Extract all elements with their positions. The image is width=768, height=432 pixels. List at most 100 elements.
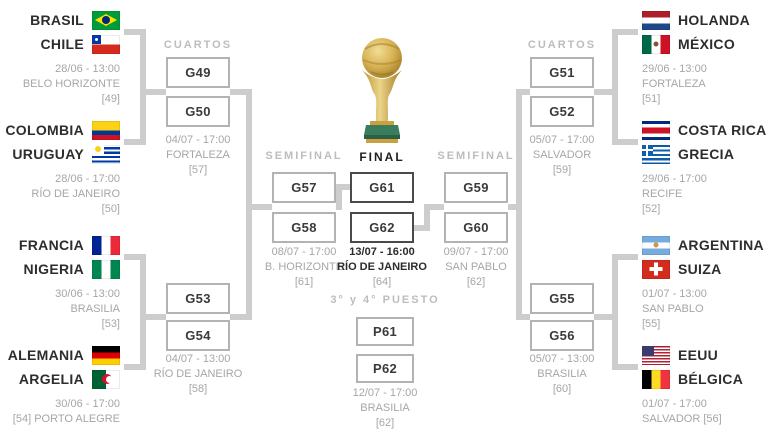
match-argentina-suiza: ARGENTINA SUIZA 01/07 - 13:00 SAN PABLO … xyxy=(642,233,768,332)
bracket-line xyxy=(594,314,618,320)
match-info: 29/06 - 17:00 RECIFE [52] xyxy=(642,173,707,215)
team-name: SUIZA xyxy=(678,261,722,277)
grecia-flag-icon xyxy=(642,144,670,164)
match-eeuu-belgica: EEUU BÉLGICA 01/07 - 17:00 SALVADOR [56] xyxy=(642,343,768,427)
match-alemania-argelia: ALEMANIA ARGELIA 30/06 - 17:00 [54] PORT… xyxy=(0,343,120,427)
third-place-info: 12/07 - 17:00 BRASILIA [62] xyxy=(352,387,418,429)
holanda-flag-icon xyxy=(642,10,670,30)
label-cuartos-left: CUARTOS xyxy=(163,39,233,51)
final-info: 13/07 - 16:00 RÍO DE JANEIRO [64] xyxy=(337,246,427,288)
bracket-line xyxy=(140,89,166,95)
team-row: BÉLGICA xyxy=(642,367,768,391)
match-francia-nigeria: FRANCIA NIGERIA 30/06 - 13:00 BRASILIA [… xyxy=(0,233,120,332)
bracket-line xyxy=(430,204,444,210)
match-holanda-mexico: HOLANDA MÉXICO 29/06 - 13:00 FORTALEZA [… xyxy=(642,8,768,107)
chile-flag-icon xyxy=(92,34,120,54)
slot-g59: G59 xyxy=(444,172,508,203)
slot-g57: G57 xyxy=(272,172,336,203)
quarterfinal-info: 05/07 - 17:00 SALVADOR [59] xyxy=(529,134,595,176)
colombia-flag-icon xyxy=(92,120,120,140)
slot-g62: G62 xyxy=(350,212,414,243)
team-name: CHILE xyxy=(40,36,84,52)
bracket-line xyxy=(124,139,146,145)
bracket-line xyxy=(612,364,638,370)
bracket-line xyxy=(414,225,430,231)
team-row: SUIZA xyxy=(642,257,768,281)
team-name: FRANCIA xyxy=(18,237,84,253)
team-name: MÉXICO xyxy=(678,36,736,52)
bracket-line xyxy=(516,89,530,95)
team-name: ALEMANIA xyxy=(7,347,84,363)
slot-g54: G54 xyxy=(166,320,230,351)
slot-p62: P62 xyxy=(356,354,414,383)
slot-g50: G50 xyxy=(166,96,230,127)
francia-flag-icon xyxy=(92,235,120,255)
semifinal-info: 08/07 - 17:00 B. HORIZONTE [61] xyxy=(264,246,344,288)
quarterfinal-info: 05/07 - 13:00 BRASILIA [60] xyxy=(529,353,595,395)
costa-rica-flag-icon xyxy=(642,120,670,140)
nigeria-flag-icon xyxy=(92,259,120,279)
team-row: COLOMBIA xyxy=(0,118,120,142)
slot-g52: G52 xyxy=(530,96,594,127)
team-row: EEUU xyxy=(642,343,768,367)
belgica-flag-icon xyxy=(642,369,670,389)
world-cup-trophy-icon xyxy=(351,34,413,151)
uruguay-flag-icon xyxy=(92,144,120,164)
team-row: BRASIL xyxy=(0,8,120,32)
label-semifinal-right: SEMIFINAL xyxy=(437,150,515,162)
bracket-line xyxy=(140,29,146,145)
bracket-line xyxy=(612,254,638,260)
slot-g53: G53 xyxy=(166,283,230,314)
team-row: URUGUAY xyxy=(0,142,120,166)
team-name: COSTA RICA xyxy=(678,122,767,138)
bracket-line xyxy=(516,89,522,320)
match-info: 28/06 - 13:00 BELO HORIZONTE [49] xyxy=(22,63,120,105)
team-name: GRECIA xyxy=(678,146,735,162)
slot-g51: G51 xyxy=(530,57,594,88)
quarterfinal-info: 04/07 - 17:00 FORTALEZA [57] xyxy=(165,134,231,176)
team-name: HOLANDA xyxy=(678,12,751,28)
bracket-line xyxy=(124,364,146,370)
quarterfinal-info: 04/07 - 13:00 RÍO DE JANEIRO [58] xyxy=(153,353,243,395)
team-name: BRASIL xyxy=(30,12,84,28)
team-row: COSTA RICA xyxy=(642,118,768,142)
match-info: 30/06 - 17:00 [54] PORTO ALEGRE xyxy=(12,398,120,425)
suiza-flag-icon xyxy=(642,259,670,279)
slot-g61: G61 xyxy=(350,172,414,203)
bracket-line xyxy=(612,139,638,145)
match-info: 29/06 - 13:00 FORTALEZA [51] xyxy=(642,63,707,105)
bracket-line xyxy=(140,254,146,370)
team-name: NIGERIA xyxy=(23,261,84,277)
team-name: ARGELIA xyxy=(18,371,84,387)
slot-g56: G56 xyxy=(530,320,594,351)
semifinal-info: 09/07 - 17:00 SAN PABLO [62] xyxy=(443,246,509,288)
label-third-place: 3° y 4° PUESTO xyxy=(330,294,440,306)
brasil-flag-icon xyxy=(92,10,120,30)
bracket-line xyxy=(594,89,618,95)
alemania-flag-icon xyxy=(92,345,120,365)
team-row: HOLANDA xyxy=(642,8,768,32)
bracket-line xyxy=(516,314,530,320)
bracket-line xyxy=(140,314,166,320)
bracket-line xyxy=(424,204,430,231)
bracket-line xyxy=(612,254,618,370)
eeuu-flag-icon xyxy=(642,345,670,365)
team-row: MÉXICO xyxy=(642,32,768,56)
match-colombia-uruguay: COLOMBIA URUGUAY 28/06 - 17:00 RÍO DE JA… xyxy=(0,118,120,217)
slot-g58: G58 xyxy=(272,212,336,243)
bracket-line xyxy=(230,314,246,320)
mexico-flag-icon xyxy=(642,34,670,54)
argelia-flag-icon xyxy=(92,369,120,389)
team-name: ARGENTINA xyxy=(678,237,764,253)
team-row: NIGERIA xyxy=(0,257,120,281)
match-info: 28/06 - 17:00 RÍO DE JANEIRO [50] xyxy=(31,173,120,215)
label-cuartos-right: CUARTOS xyxy=(527,39,597,51)
label-semifinal-left: SEMIFINAL xyxy=(265,150,343,162)
team-row: CHILE xyxy=(0,32,120,56)
match-info: 30/06 - 13:00 BRASILIA [53] xyxy=(55,288,120,330)
bracket-line xyxy=(246,204,272,210)
slot-g60: G60 xyxy=(444,212,508,243)
bracket-line xyxy=(612,29,618,145)
slot-p61: P61 xyxy=(356,317,414,346)
